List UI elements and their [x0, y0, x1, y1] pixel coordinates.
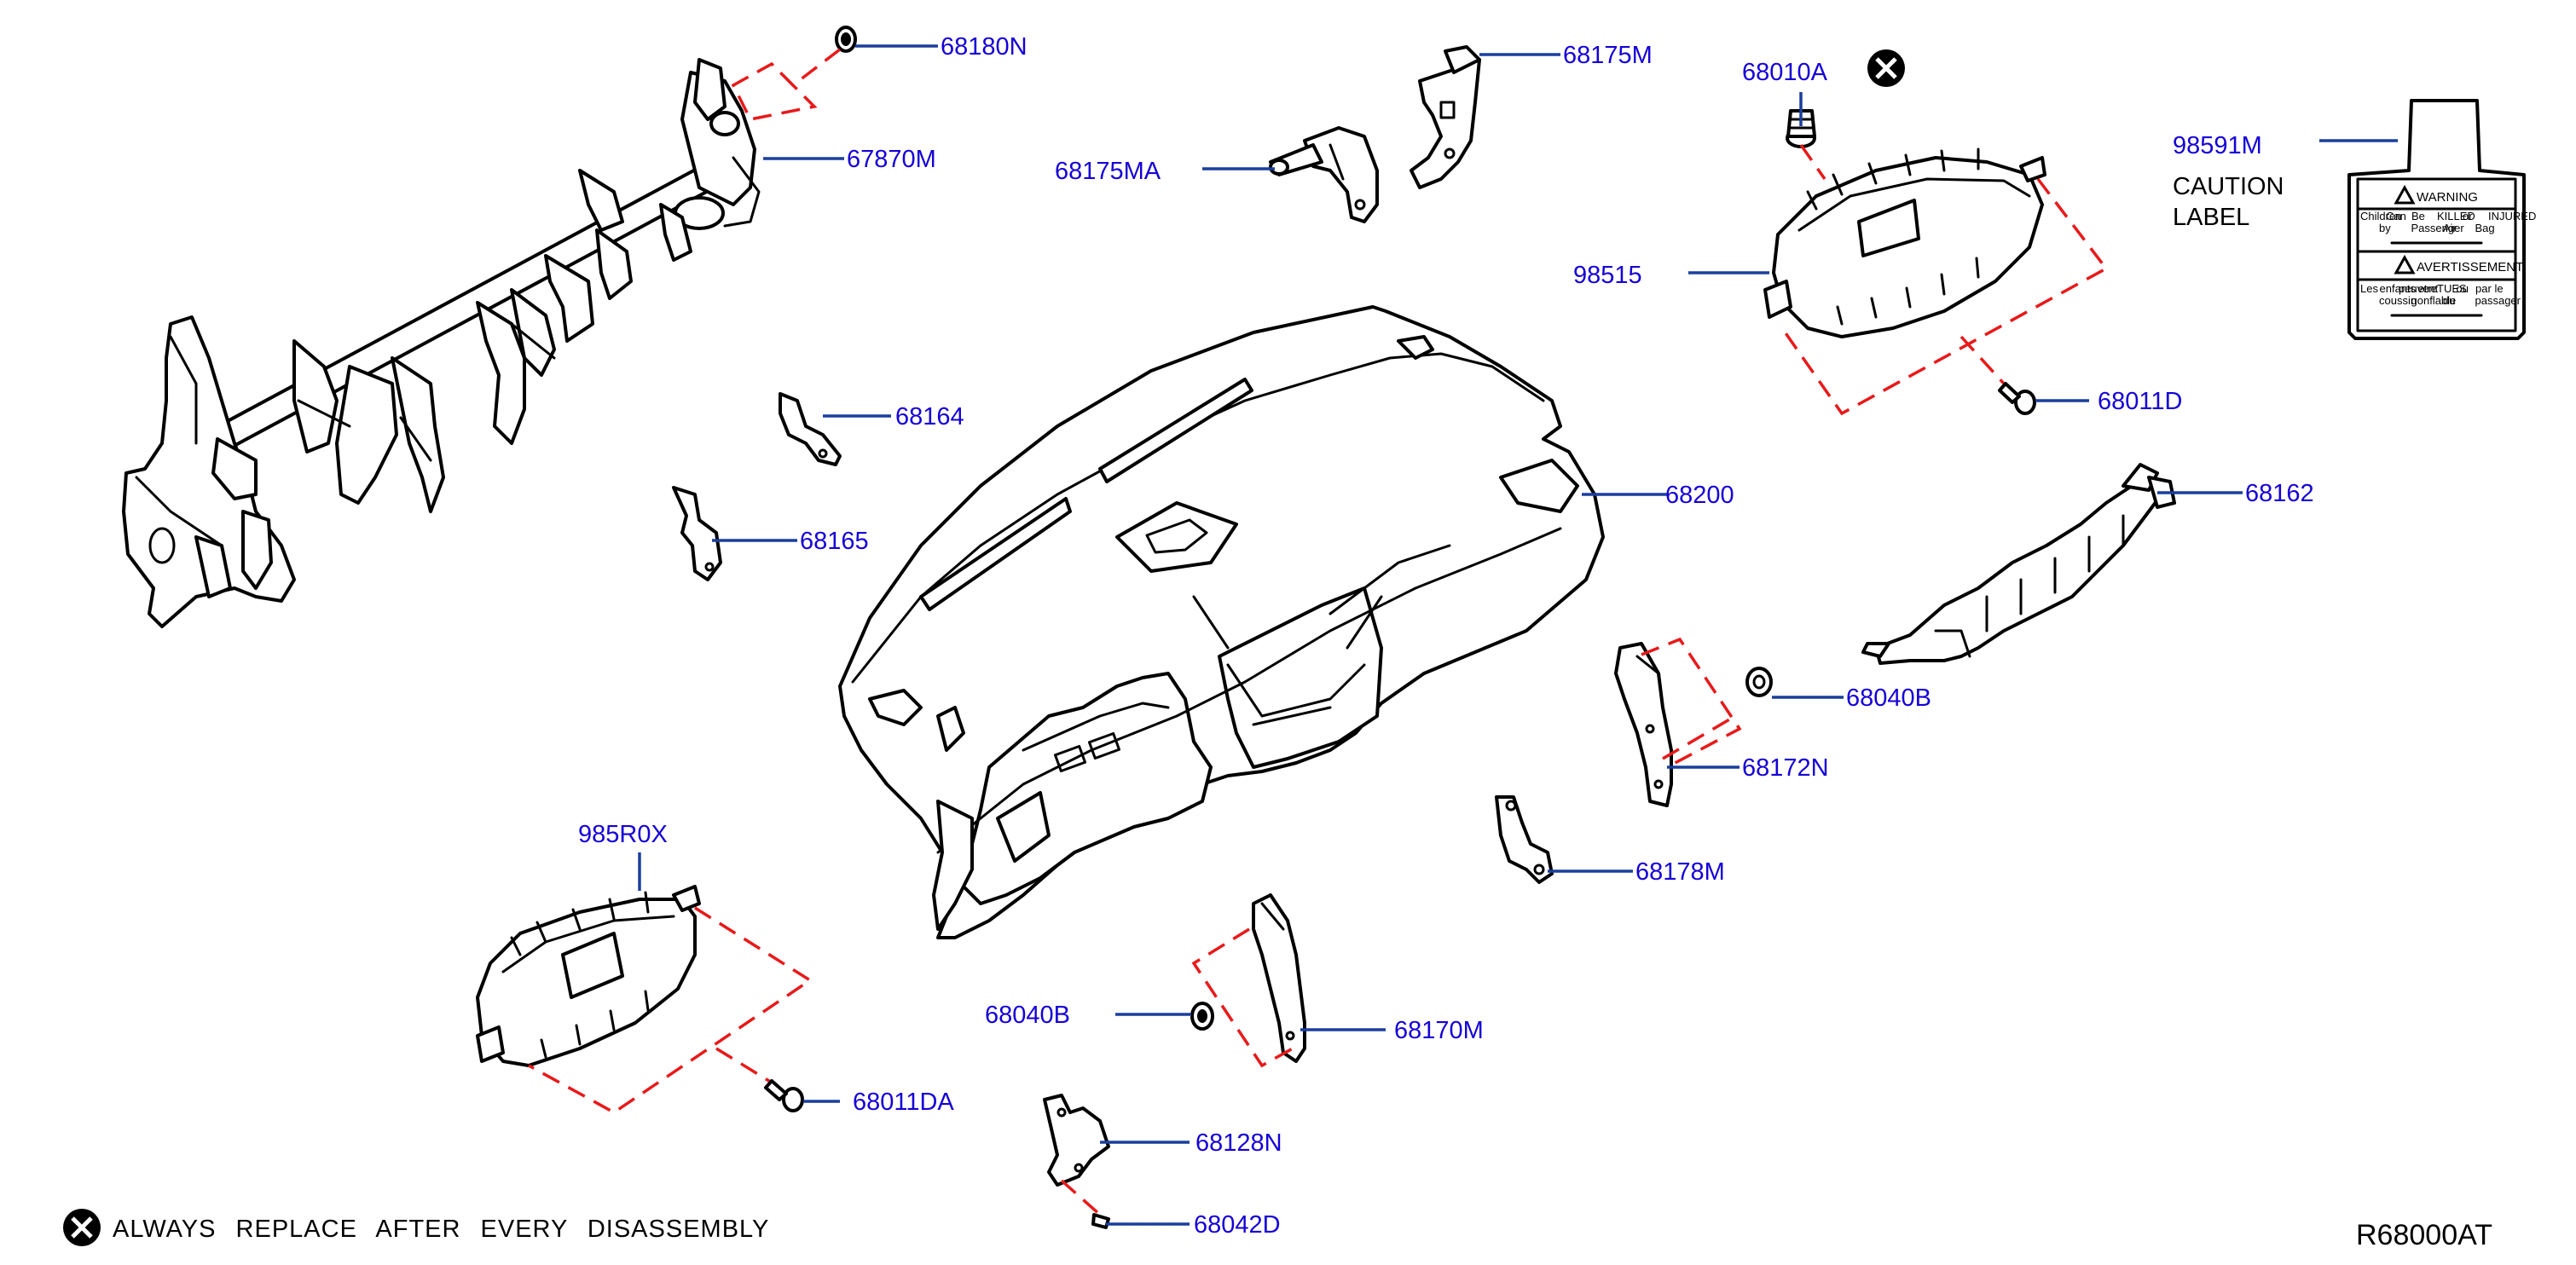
caution-label-word: enfants — [2380, 282, 2417, 295]
label-68162: 68162 — [2245, 480, 2314, 507]
bolt-68011da-part — [764, 1079, 804, 1112]
caution-label-word: Be — [2411, 210, 2425, 222]
label-68200: 68200 — [1665, 482, 1734, 509]
nut-68040b-right-part — [1745, 667, 1773, 697]
label-98515: 98515 — [1573, 262, 1642, 289]
caution-label-word: KILLED — [2437, 210, 2475, 222]
x-circle-icon — [63, 1209, 101, 1246]
caution-label-line1: CAUTION — [2173, 173, 2284, 200]
phantom-line — [1641, 637, 1742, 769]
caution-label-word: by — [2379, 222, 2391, 234]
label-68128n: 68128N — [1195, 1129, 1282, 1157]
steering-member-part — [122, 58, 761, 628]
label-68040b-left: 68040B — [985, 1002, 1070, 1029]
label-68011d: 68011D — [2098, 388, 2182, 415]
caution-label-word: le — [2495, 282, 2504, 295]
caution-label-word: par — [2475, 282, 2492, 295]
replace-mark-icon — [1867, 49, 1905, 87]
phantom-line — [1959, 335, 2006, 385]
bracket-68175m-part — [1410, 45, 1481, 189]
bracket-68164-part — [779, 392, 842, 466]
label-985r0x: 985R0X — [578, 821, 668, 848]
label-68175ma: 68175MA — [1055, 158, 1161, 185]
bracket-68170m-part — [1252, 893, 1306, 1063]
phantom-line — [731, 48, 842, 121]
phantom-line — [528, 906, 813, 1115]
instrument-panel-part — [838, 305, 1605, 939]
caution-label-word: INJURED — [2488, 210, 2536, 222]
caution-label-word: peuvent — [2399, 282, 2439, 295]
driver-knee-airbag-985r0x-part — [476, 885, 701, 1067]
bracket-68178m-part — [1495, 795, 1554, 884]
label-68165: 68165 — [800, 528, 869, 555]
caution-label-word: Children — [2360, 210, 2401, 222]
label-68178m: 68178M — [1635, 858, 1725, 886]
caution-label-word: Passenger — [2411, 222, 2465, 234]
phantom-line — [1799, 143, 1826, 181]
avertissement-title: AVERTISSEMENT — [2417, 260, 2523, 274]
caution-label-word: or — [2463, 210, 2473, 222]
caution-label-word: Bag — [2475, 222, 2495, 234]
label-68180n: 68180N — [941, 33, 1028, 61]
bracket-68165-part — [672, 486, 722, 581]
nut-68040b-left-part — [1190, 1002, 1214, 1031]
caution-label-word: Les — [2360, 282, 2378, 295]
bolt-68011d-part — [1998, 382, 2036, 415]
label-68010a: 68010A — [1742, 59, 1828, 86]
label-68042d: 68042D — [1194, 1211, 1281, 1239]
label-68170m: 68170M — [1394, 1017, 1484, 1044]
warning-title: WARNING — [2417, 190, 2478, 205]
leader-lines — [638, 44, 2398, 1226]
caution-label-word: etre — [2418, 282, 2437, 295]
label-68172n: 68172N — [1742, 754, 1829, 782]
passenger-airbag-98515-part — [1763, 147, 2046, 338]
screw-68042d-part — [1091, 1213, 1110, 1229]
bracket-68172n-part — [1614, 642, 1673, 807]
caution-label-word: gonflable — [2411, 294, 2457, 307]
replace-note-text: ALWAYS REPLACE AFTER EVERY DISASSEMBLY — [113, 1216, 769, 1243]
bracket-68162-part — [1861, 463, 2176, 665]
caution-label-word: ou — [2457, 282, 2469, 295]
caution-label-word: du — [2443, 294, 2455, 307]
label-98591m: 98591M — [2173, 132, 2262, 159]
phantom-line — [715, 1047, 773, 1084]
bracket-68175ma-part — [1269, 126, 1379, 223]
label-68011da: 68011DA — [853, 1089, 954, 1116]
label-68164: 68164 — [895, 403, 964, 430]
phantom-line — [1780, 177, 2109, 416]
caution-label-word: Can — [2386, 210, 2406, 222]
caution-label-word: TUES — [2437, 282, 2467, 295]
bracket-68128n-part — [1043, 1094, 1110, 1187]
caution-label-line2: LABEL — [2173, 204, 2249, 231]
label-68175m: 68175M — [1563, 42, 1653, 69]
caution-label-word: Air — [2443, 222, 2457, 234]
phantom-line — [1060, 1179, 1102, 1216]
label-68040b-right: 68040B — [1846, 684, 1931, 712]
diagram-reference-code: R68000AT — [2356, 1219, 2492, 1251]
caution-label-word: passager — [2475, 294, 2521, 307]
label-67870m: 67870M — [847, 146, 936, 173]
phantom-line — [1191, 927, 1301, 1068]
caution-label-word: coussin — [2379, 294, 2417, 307]
nut-68180n-part — [835, 26, 857, 53]
caution-label-part — [2347, 99, 2526, 340]
